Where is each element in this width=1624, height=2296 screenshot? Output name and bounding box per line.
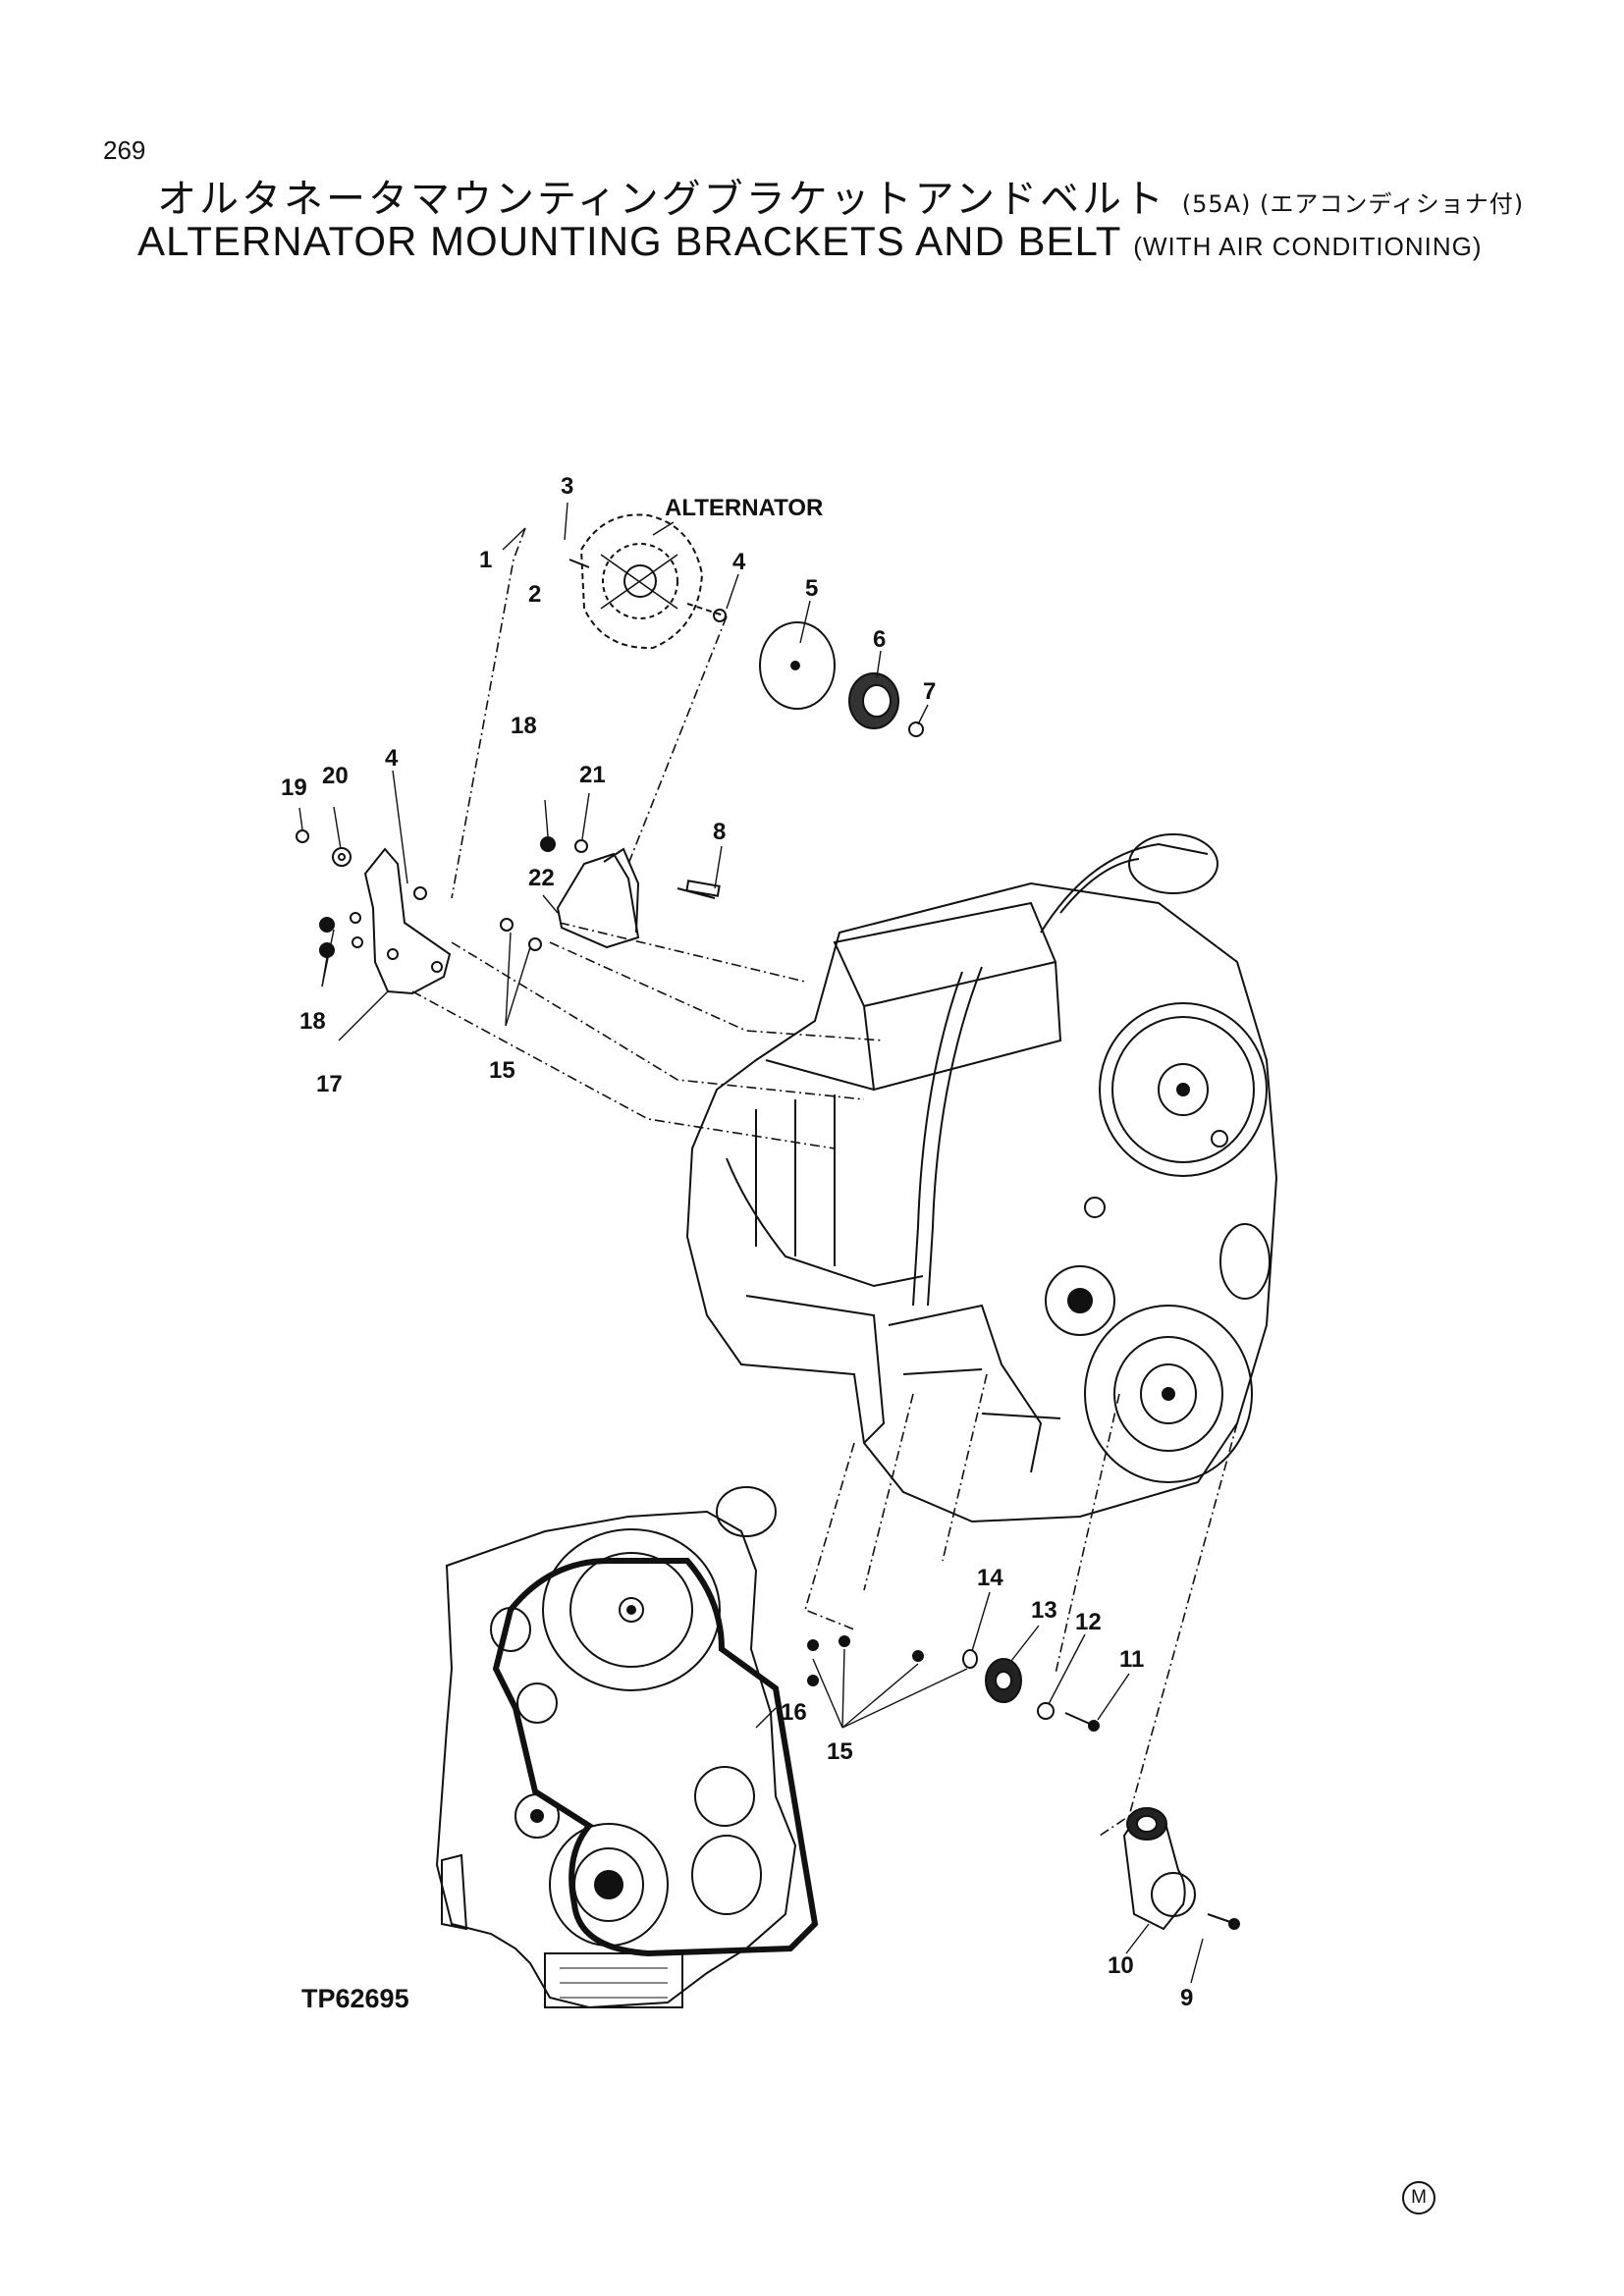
callout-18-upper: 18: [511, 713, 537, 739]
callout-7: 7: [923, 678, 936, 705]
callout-10: 10: [1108, 1952, 1134, 1979]
callout-18-left: 18: [299, 1008, 326, 1035]
pulley-drawing: [713, 609, 924, 737]
idler-drawing: [807, 1635, 1100, 1732]
callout-21: 21: [579, 762, 606, 788]
callout-leaders: [298, 502, 1204, 1984]
alternator-drawing: [568, 513, 728, 650]
callout-15-lower: 15: [827, 1738, 853, 1765]
callout-2: 2: [528, 581, 541, 608]
callout-1: 1: [479, 547, 492, 573]
callout-19: 19: [281, 774, 307, 801]
alternator-label: ALTERNATOR: [665, 495, 823, 521]
callout-14: 14: [977, 1565, 1003, 1591]
engine-drawing: [685, 833, 1278, 1523]
m-mark-symbol: M: [1402, 2181, 1435, 2215]
drawing-reference: TP62695: [301, 1984, 409, 2013]
callout-5: 5: [805, 575, 818, 602]
callout-17: 17: [316, 1071, 343, 1097]
callout-labels: 1 2 3 4 4 5 6 7 8 9 10 11 12 13 14 15 15…: [281, 473, 1193, 2013]
brackets-drawing: [296, 829, 721, 995]
title-japanese-suffix: (55A) (エアコンディショナ付): [1181, 190, 1525, 218]
callout-4-top: 4: [732, 549, 746, 575]
callout-3: 3: [561, 473, 573, 500]
title-japanese-main: オルタネータマウンティングブラケットアンドベルト: [157, 177, 1166, 222]
title-japanese: オルタネータマウンティングブラケットアンドベルト (55A) (エアコンディショ…: [157, 167, 1524, 224]
title-english-suffix: (WITH AIR CONDITIONING): [1133, 232, 1483, 261]
callout-13: 13: [1031, 1597, 1057, 1624]
callout-11: 11: [1119, 1646, 1144, 1673]
callout-6: 6: [873, 626, 886, 653]
callout-9: 9: [1180, 1985, 1193, 2011]
title-english: ALTERNATOR MOUNTING BRACKETS AND BELT (W…: [137, 218, 1482, 265]
callout-15-upper: 15: [489, 1057, 515, 1084]
front-view-engine: [435, 1486, 797, 2009]
callout-4-bracket: 4: [385, 745, 399, 772]
callout-16: 16: [781, 1699, 807, 1726]
title-english-main: ALTERNATOR MOUNTING BRACKETS AND BELT: [137, 218, 1121, 264]
tensioner-drawing: [1122, 1807, 1240, 1931]
drive-belt: [492, 1558, 819, 1957]
callout-20: 20: [322, 763, 349, 789]
callout-8: 8: [713, 819, 726, 845]
callout-12: 12: [1075, 1609, 1102, 1635]
page-number: 269: [103, 135, 146, 165]
callout-22: 22: [528, 865, 555, 891]
